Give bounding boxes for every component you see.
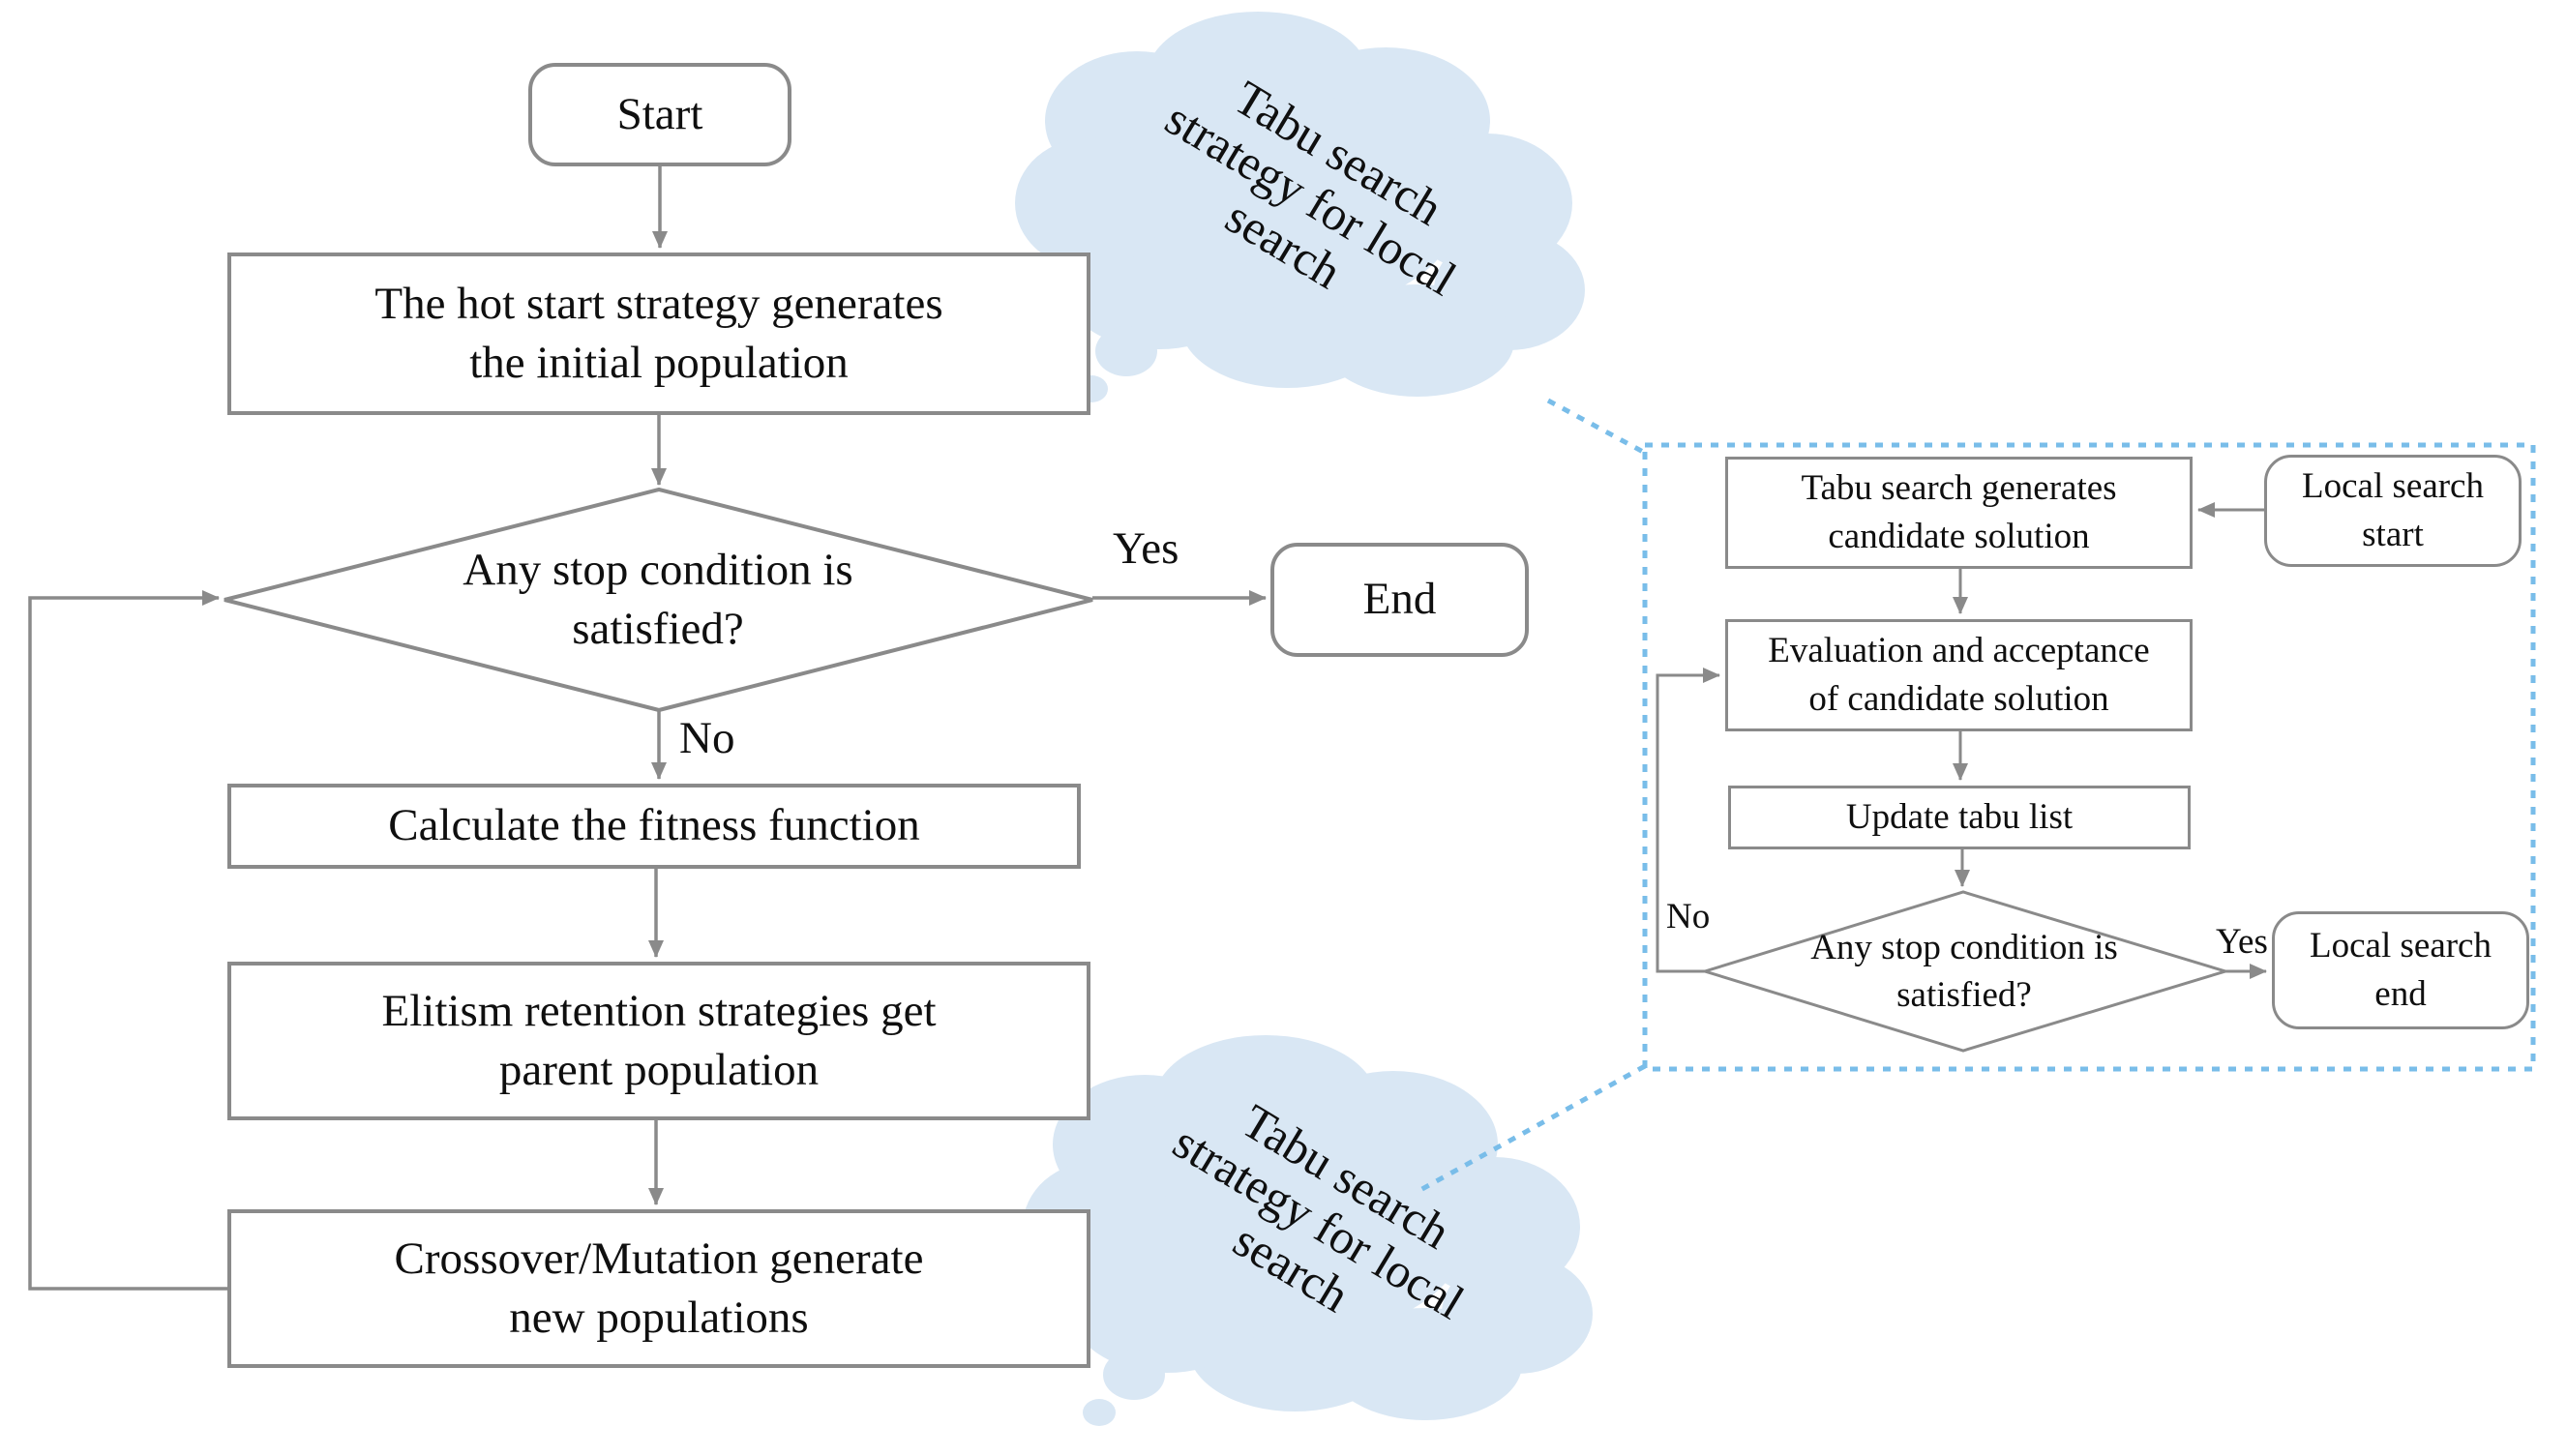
tabu-generate-node: Tabu search generates candidate solution: [1725, 457, 2193, 569]
hot-start-node: The hot start strategy generates the ini…: [227, 253, 1090, 415]
main-decision-label: Any stop condition is satisfied?: [463, 544, 853, 654]
cloud-top-leader-line: [1546, 398, 1647, 456]
cloud-bottom-shape: [1023, 1035, 1593, 1426]
fitness-node: Calculate the fitness function: [227, 784, 1081, 869]
local-decision-label: Any stop condition is satisfied?: [1810, 928, 2118, 1015]
crossover-node: Crossover/Mutation generate new populati…: [227, 1209, 1090, 1368]
local-search-end-node: Local search end: [2272, 911, 2529, 1029]
local-decision-diamond-shape: [1699, 890, 2231, 1053]
main-yes-label: Yes: [1113, 523, 1179, 574]
cloud-top-shape: [1015, 12, 1585, 402]
arrow-subdecision-loopback-to-evaluation: [1656, 668, 1720, 973]
local-yes-label: Yes: [2216, 922, 2268, 962]
start-node: Start: [528, 63, 791, 166]
evaluation-node: Evaluation and acceptance of candidate s…: [1725, 619, 2193, 731]
end-node: End: [1270, 543, 1529, 657]
elitism-node: Elitism retention strategies get parent …: [227, 962, 1090, 1120]
arrow-crossover-loopback-to-decision: [28, 590, 227, 1291]
local-no-label: No: [1666, 897, 1711, 936]
local-search-panel-border: [1642, 442, 2536, 1072]
update-tabu-node: Update tabu list: [1728, 786, 2191, 849]
main-decision-diamond-shape: [224, 487, 1093, 713]
local-search-start-node: Local search start: [2264, 455, 2522, 567]
main-no-label: No: [679, 713, 735, 763]
